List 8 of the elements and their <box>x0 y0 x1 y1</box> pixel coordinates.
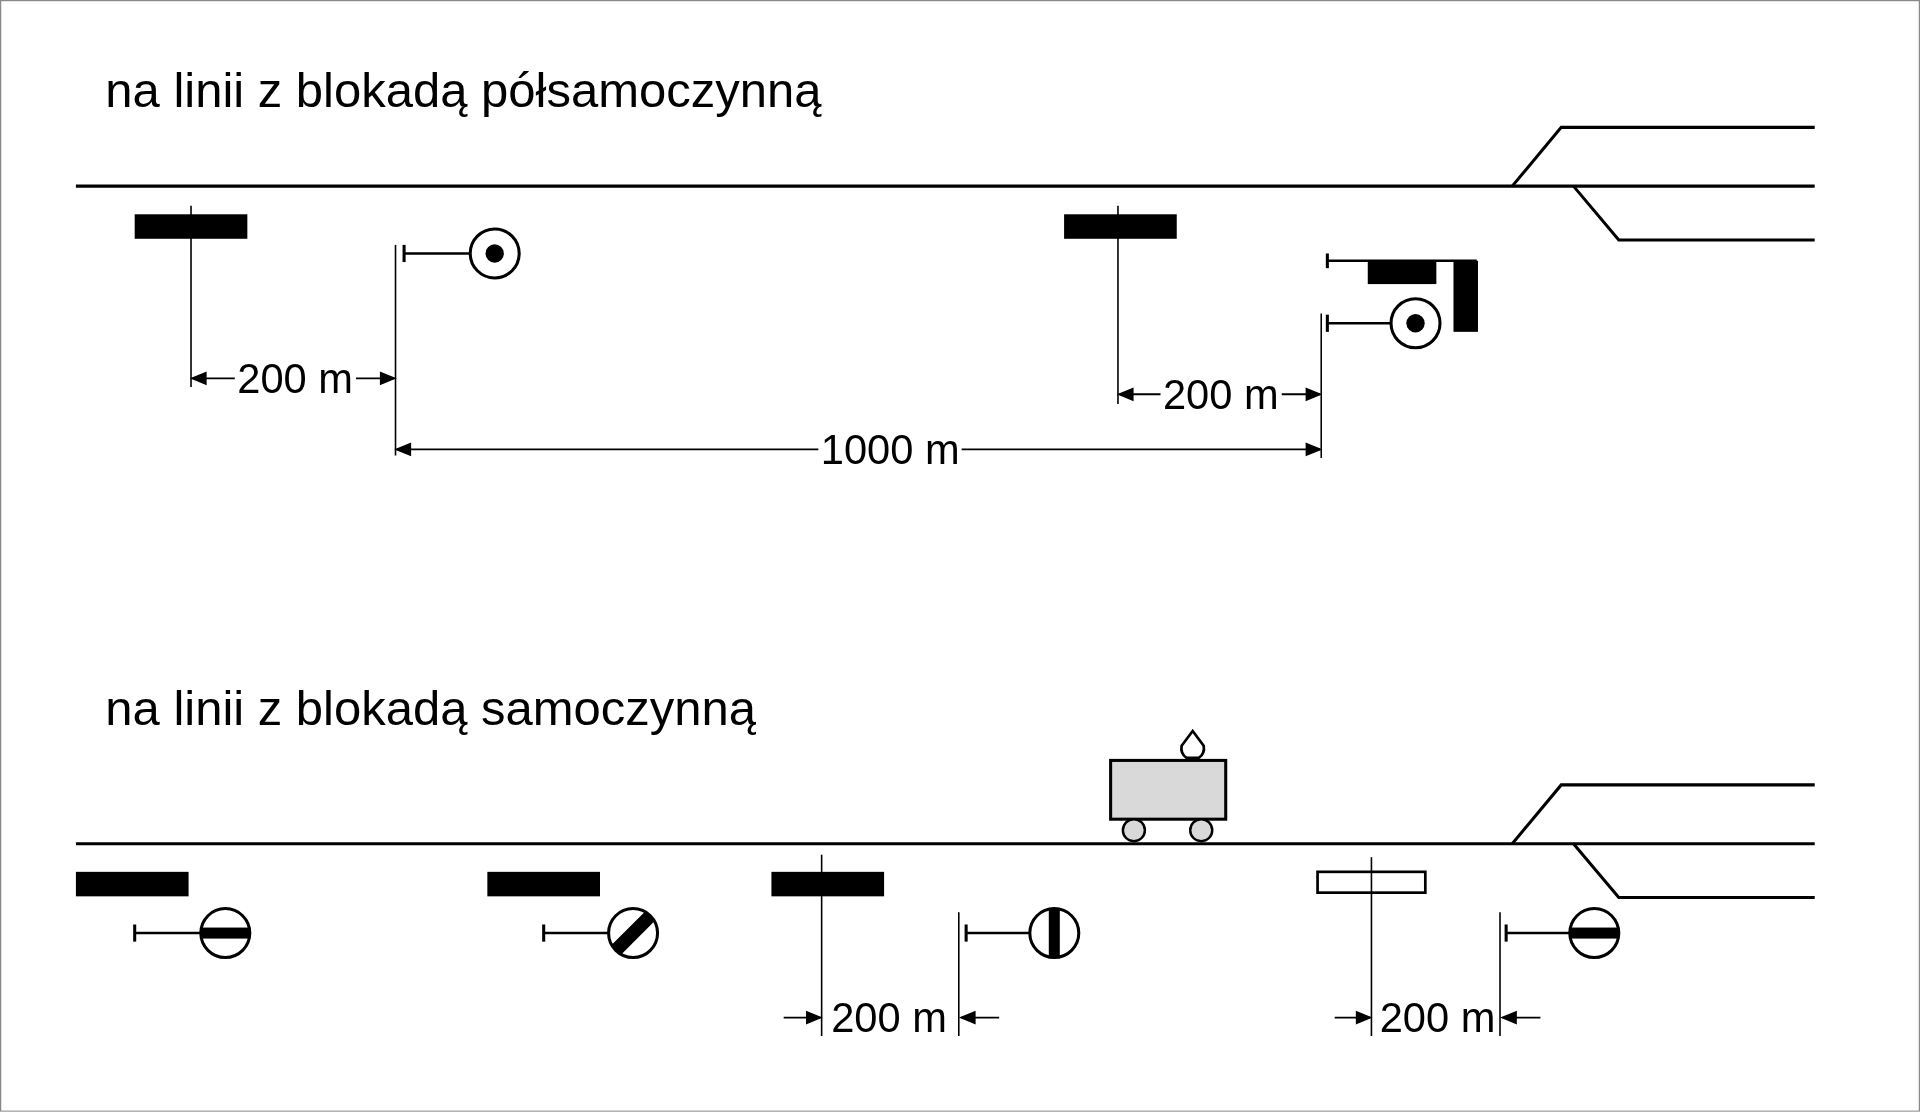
block-marker <box>771 871 885 897</box>
block-marker <box>134 214 248 239</box>
section-heading: na linii z blokadą półsamoczynną <box>105 61 822 119</box>
section-heading: na linii z blokadą samoczynną <box>105 679 756 737</box>
block-marker <box>75 871 189 897</box>
block-marker <box>1064 214 1177 239</box>
block-marker <box>1316 870 1427 894</box>
block-marker <box>487 871 600 897</box>
